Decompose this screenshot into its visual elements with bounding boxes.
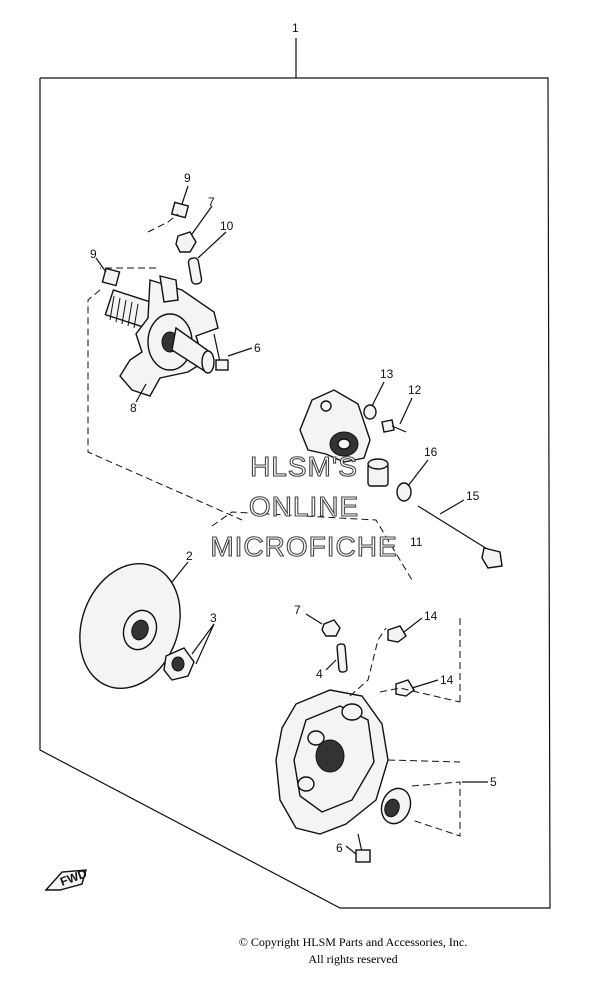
callout-9a: 9 — [184, 171, 191, 185]
callout-11: 11 — [410, 535, 423, 549]
bolt-12 — [381, 419, 407, 433]
watermark: HLSM'S ONLINE MICROFICHE — [210, 450, 397, 562]
callout-16: 16 — [424, 445, 438, 459]
callout-3: 3 — [210, 611, 217, 625]
callout-13: 13 — [380, 367, 394, 381]
washer-16 — [396, 482, 412, 502]
watermark-line3: MICROFICHE — [210, 531, 397, 562]
callout-7b: 7 — [294, 603, 301, 617]
nut-7-lower — [321, 619, 341, 637]
washer-13 — [363, 404, 377, 420]
seal-ring — [380, 787, 412, 825]
watermark-line1: HLSM'S — [250, 451, 358, 482]
callout-15: 15 — [466, 489, 480, 503]
nut-14-lower — [395, 679, 415, 697]
assembly-frame — [39, 77, 551, 909]
nut-7-upper — [175, 231, 197, 253]
roller-9-upper — [170, 201, 190, 219]
callout-14a: 14 — [424, 609, 438, 623]
watermark-line2: ONLINE — [249, 491, 359, 522]
spring-seat-3 — [163, 647, 195, 681]
spider-assembly — [104, 275, 219, 397]
callout-6a: 6 — [254, 341, 261, 355]
fwd-arrow-icon: FWD — [44, 866, 89, 891]
callout-12: 12 — [408, 383, 422, 397]
primary-housing-4 — [275, 689, 389, 835]
callout-assembly: 1 — [292, 21, 299, 35]
bolt-6-lower — [355, 833, 371, 863]
callout-9b: 9 — [90, 247, 97, 261]
movable-sheave-2 — [79, 562, 181, 690]
callout-2: 2 — [186, 549, 193, 563]
cover-plate-11 — [299, 389, 371, 463]
pin-10 — [187, 257, 203, 285]
callout-5: 4 — [316, 667, 323, 681]
callout-7a: 7 — [208, 195, 215, 209]
bushing-11 — [367, 458, 389, 487]
roller-9-lower — [101, 267, 121, 287]
nut-14-upper — [387, 625, 407, 643]
callout-14b: 14 — [440, 673, 454, 687]
bolt-6-upper — [213, 333, 229, 371]
callout-6b: 6 — [336, 841, 343, 855]
callout-10: 10 — [220, 219, 234, 233]
copyright-text: © Copyright HLSM Parts and Accessories, … — [238, 935, 468, 949]
callout-4: 5 — [490, 775, 497, 789]
rights-text: All rights reserved — [308, 952, 398, 966]
pin-5 — [336, 643, 348, 673]
callout-8: 8 — [130, 401, 137, 415]
bolt-15 — [417, 505, 503, 569]
